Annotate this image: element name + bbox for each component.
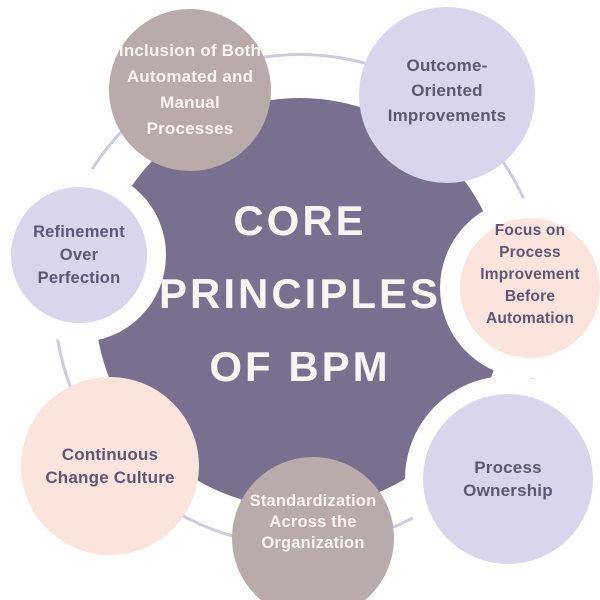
satellite-label-line: Focus on — [494, 222, 566, 239]
satellite-label-line: Automated and — [126, 67, 254, 86]
satellite-inclusion-of-both-automated-and-manual-processes: Inclusion of Both Automated and Manual P… — [109, 9, 271, 171]
satellite-label-line: Perfection — [37, 268, 121, 287]
satellite-label-line: Over — [59, 245, 99, 264]
satellite-label-line: Before — [504, 288, 556, 305]
satellite-label-line: Improvements — [387, 105, 507, 125]
satellite-label-line: Process — [499, 244, 561, 261]
center-title-line-2: PRINCIPLES — [158, 269, 442, 317]
satellite-process-ownership: Process Ownership — [423, 394, 593, 564]
satellite-outcome-oriented-improvements: Outcome- Oriented Improvements — [359, 7, 535, 183]
satellite-label-line: Change Culture — [45, 468, 175, 487]
satellite-label-line: Processes — [146, 119, 234, 138]
center-title-line-1: CORE — [233, 196, 367, 244]
satellite-label-line: Inclusion of Both — [118, 41, 262, 60]
satellite-label-line: Organization — [261, 533, 365, 552]
satellite-refinement-over-perfection: Refinement Over Perfection — [11, 187, 147, 323]
satellite-label-line: Standardization — [249, 491, 377, 510]
satellite-label-line: Oriented — [411, 80, 483, 100]
center-title-line-3: OF BPM — [209, 342, 391, 390]
satellite-label-line: Manual — [160, 93, 220, 112]
satellite-label-line: Across the — [269, 512, 357, 531]
satellite-label-line: Process — [474, 458, 542, 477]
satellite-label-line: Automation — [485, 310, 575, 327]
satellite-label-line: Improvement — [480, 266, 580, 283]
satellite-label-line: Outcome- — [406, 55, 488, 75]
satellite-label-line: Continuous — [61, 445, 159, 464]
satellite-label-line: Refinement — [33, 222, 125, 241]
satellite-continuous-change-culture: Continuous Change Culture — [21, 377, 199, 555]
satellite-label-line: Ownership — [463, 481, 553, 500]
satellite-standardization-across-the-organization: Standardization Across the Organization — [232, 457, 394, 600]
satellite-focus-on-process-improvement-before-automation: Focus on Process Improvement Before Auto… — [460, 218, 600, 358]
